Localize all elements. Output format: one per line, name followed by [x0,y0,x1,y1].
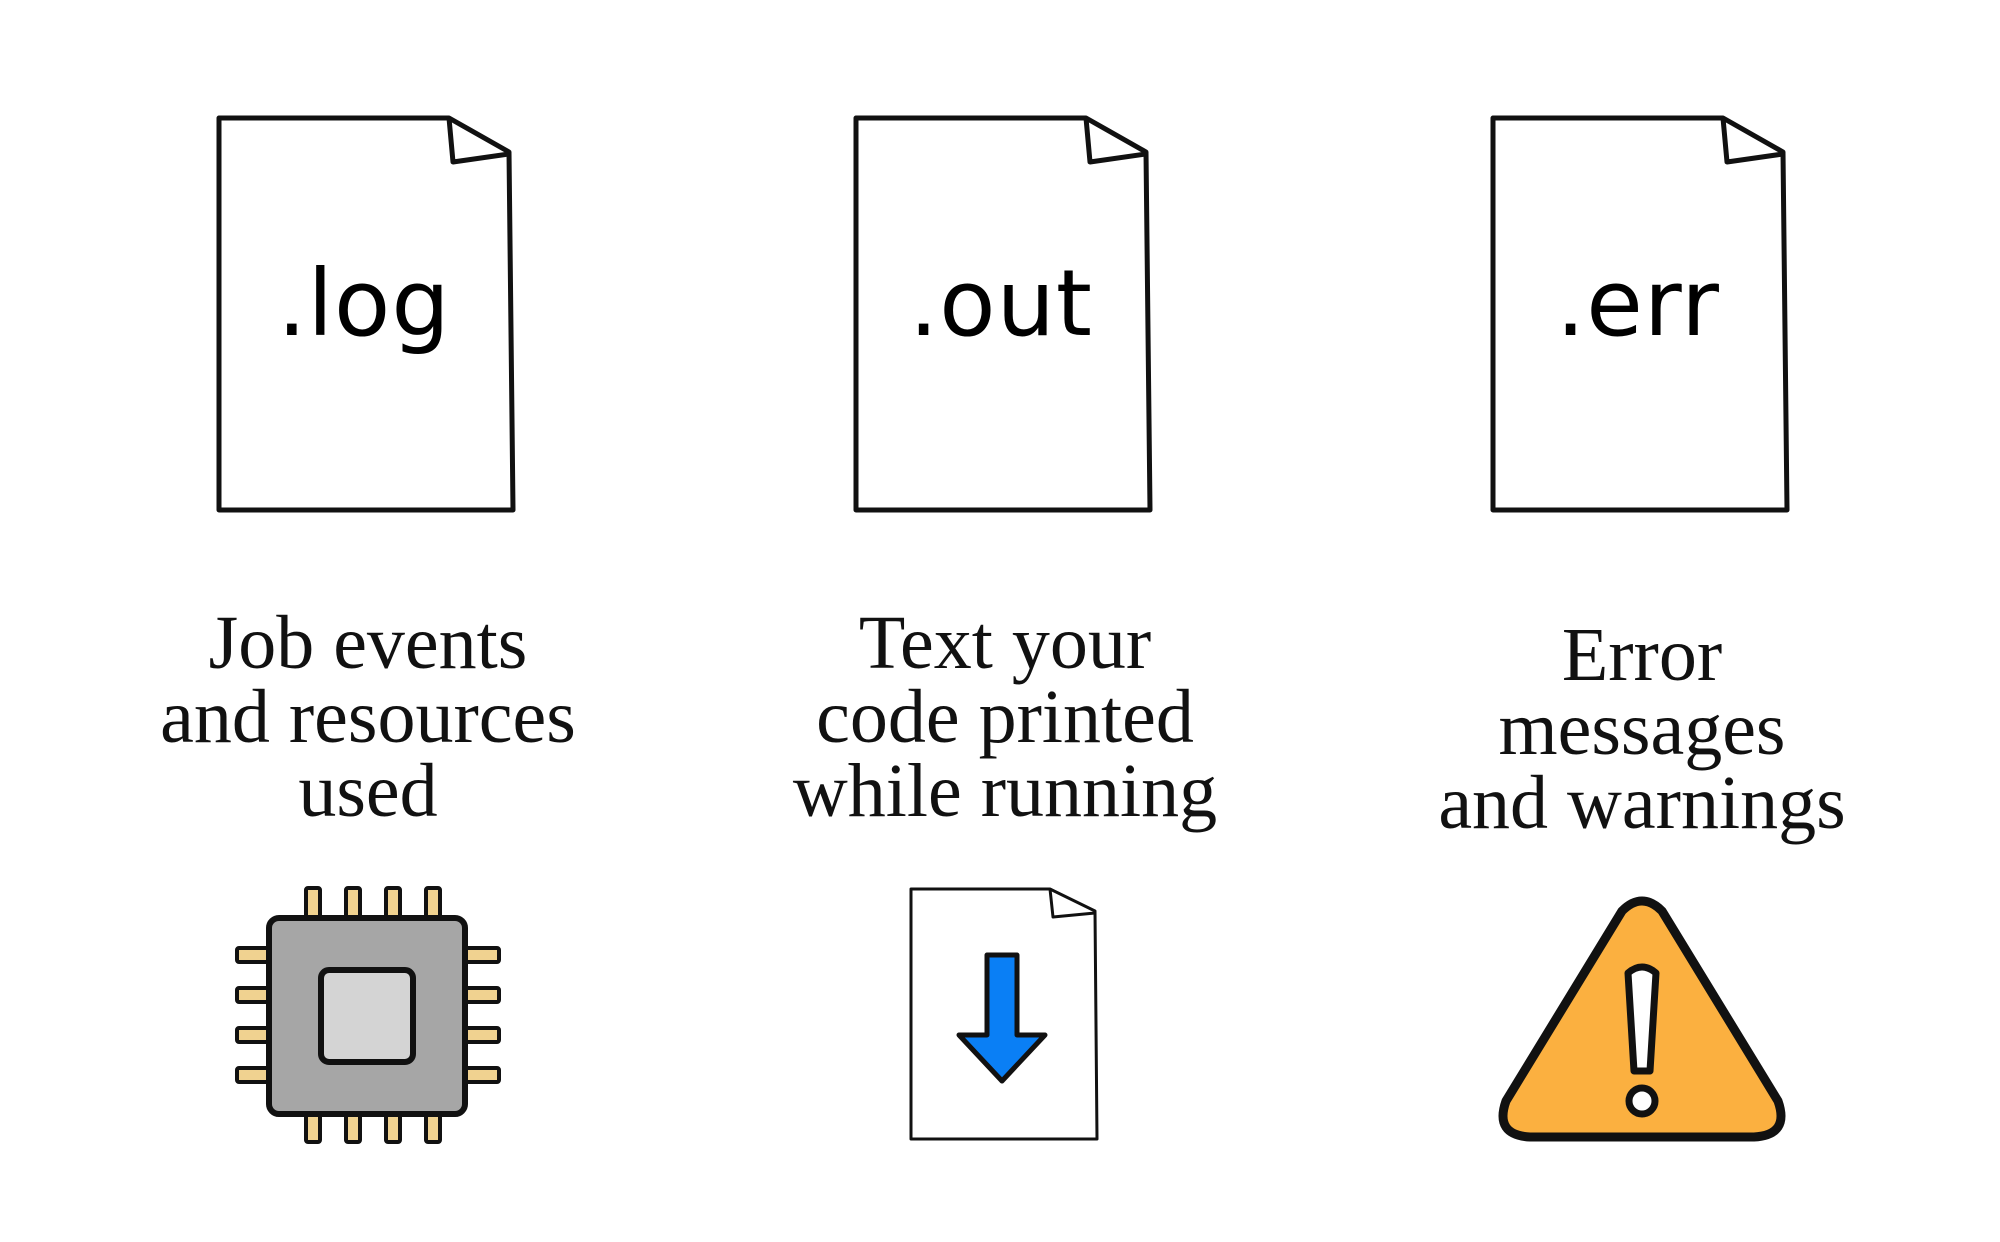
err-extension-label: .err [1556,250,1720,357]
err-description-line: messages [1498,687,1786,771]
log-description-line: and resources [160,675,576,759]
file-download-icon [905,885,1105,1145]
out-description-line: Text your [858,601,1152,685]
cpu-chip-icon [233,880,503,1150]
warning-triangle-icon [1492,895,1792,1145]
out-description: Text your code printed while running [705,601,1305,833]
out-column: .out Text your code printed while runnin… [705,0,1305,1242]
out-extension-label: .out [909,250,1093,357]
log-description-line: Job events [208,601,528,685]
log-column: .log Job events and resources used [68,0,668,1242]
out-description-line: code printed [816,675,1194,759]
log-extension-label: .log [277,250,451,357]
err-description: Error messages and warnings [1342,613,1942,845]
out-description-line: while running [792,749,1218,833]
out-file-icon [846,112,1156,520]
log-description: Job events and resources used [68,601,668,833]
err-description-line: and warnings [1438,761,1846,845]
log-description-line: used [298,749,438,833]
err-column: .err Error messages and warnings [1342,0,1942,1242]
err-description-line: Error [1561,613,1723,697]
err-file-icon [1483,112,1793,520]
log-file-icon [209,112,519,520]
